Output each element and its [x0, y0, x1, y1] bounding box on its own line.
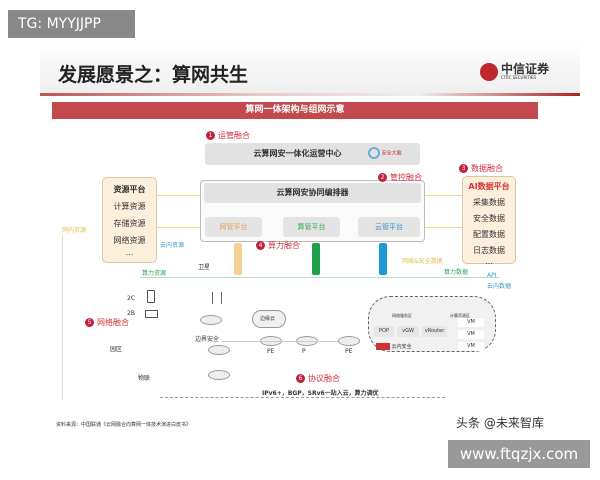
- ai-data-platform: AI数据平台 采集数据 安全数据 配置数据 日志数据 ...: [462, 176, 516, 266]
- antenna-icon: [212, 292, 222, 304]
- vrouter-box: vRouter: [422, 326, 447, 337]
- label-compute-data: 算力数据: [444, 269, 469, 276]
- label-in-network: 网内资源: [62, 227, 87, 234]
- firewall-icon: [376, 343, 390, 350]
- resource-platform: 资源平台 计算资源 存储资源 网络资源 ...: [102, 177, 157, 263]
- title-divider: [40, 93, 580, 96]
- citic-seal-icon: [480, 63, 498, 81]
- label-in-cloud: 云内资源: [160, 242, 185, 249]
- label-border-security: 边界安全: [195, 336, 220, 343]
- vgw-box: vGW: [397, 326, 419, 337]
- router-icon: [208, 370, 230, 380]
- label-2c: 2C: [127, 295, 136, 302]
- globe-icon: [368, 147, 380, 159]
- data-item: 安全数据: [473, 214, 505, 223]
- diagram-header: 算网一体架构与组网示意: [52, 102, 538, 119]
- logo-en: CITIC SECURITIES: [501, 75, 537, 80]
- protocol-line: [160, 397, 445, 398]
- source-note: 资料来源：中国联通《云网融合向算网一体技术演进白皮书》: [56, 422, 192, 428]
- ai-platform-title: AI数据平台: [468, 182, 510, 191]
- label-compute-zone: 计算资源区: [450, 313, 470, 318]
- router-icon: [200, 315, 222, 325]
- cloud-security: 云内安全: [376, 343, 412, 350]
- logo-cn: 中信证券: [501, 62, 550, 76]
- flow-line: [157, 195, 200, 196]
- flow-line: [425, 195, 462, 196]
- label-p: P: [302, 348, 306, 355]
- network-mgmt-platform: 网管平台: [205, 217, 262, 237]
- resource-item: ...: [125, 248, 134, 257]
- pop-box: POP: [374, 326, 394, 337]
- protocol-text: IPv6+，BGP，SRv6一站入云，算力调优: [262, 390, 379, 397]
- watermark-url: www.ftqzjx.com: [448, 440, 590, 468]
- flow-line: [140, 277, 500, 278]
- slide-title: 发展愿景之：算网共生: [58, 64, 249, 86]
- watermark-toutiao: 头条 @未来智库: [456, 416, 544, 430]
- watermark-tg: TG: MYYJJPP: [8, 10, 135, 38]
- data-item: ...: [485, 257, 493, 266]
- resource-item: 存储资源: [113, 219, 146, 228]
- router-icon: [208, 345, 230, 355]
- data-item: 采集数据: [473, 198, 505, 207]
- cloud-mgmt-platform: 云管平台: [358, 217, 420, 237]
- data-item: 配置数据: [473, 230, 505, 239]
- vm-box: VM: [458, 318, 484, 327]
- orange-double-arrow-icon: [234, 243, 242, 275]
- label-compute-resource: 算力资源: [142, 270, 167, 277]
- flow-line: [157, 227, 200, 228]
- phone-icon: [147, 290, 155, 303]
- vm-box: VM: [458, 330, 484, 339]
- security-brain: 安全大脑: [368, 147, 402, 159]
- ops-center: 云算网安一体化运营中心: [205, 143, 420, 165]
- label-campus: 园区: [110, 346, 123, 353]
- compute-mgmt-platform: 算管平台: [283, 217, 340, 237]
- label-pe: PE: [345, 348, 353, 355]
- computer-icon: [145, 310, 158, 318]
- resource-platform-title: 资源平台: [113, 185, 146, 194]
- vm-box: VM: [458, 342, 484, 351]
- label-net-sec-data: 网络&安全数据: [402, 258, 443, 265]
- label-iot: 物联: [138, 375, 151, 382]
- resource-item: 计算资源: [113, 202, 146, 211]
- green-double-arrow-icon: [312, 243, 320, 275]
- label-satellite: 卫星: [198, 264, 211, 271]
- label-api: API: [487, 272, 497, 279]
- label-net-zone: 网络服务区: [392, 313, 412, 318]
- edge-cloud: 边缘云: [252, 310, 286, 328]
- label-2b: 2B: [127, 310, 135, 317]
- resource-item: 网络资源: [113, 236, 146, 245]
- label-pe: PE: [267, 348, 275, 355]
- flow-line: [62, 235, 63, 400]
- flow-line: [425, 227, 462, 228]
- orchestrator: 云算网安协同编排器: [204, 183, 421, 203]
- network-link: [222, 341, 338, 342]
- pe-router-icon: [338, 336, 360, 346]
- blue-double-arrow-icon: [379, 243, 387, 275]
- data-item: 日志数据: [473, 246, 505, 255]
- label-cloud-data: 云内数据: [487, 283, 512, 290]
